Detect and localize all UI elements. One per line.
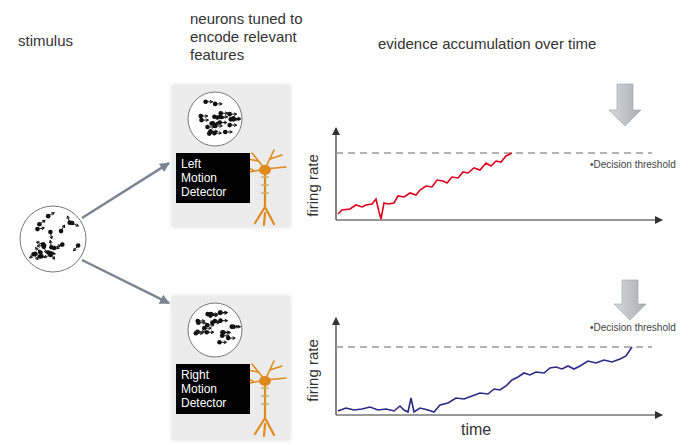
stimulus-heading: stimulus xyxy=(18,32,73,49)
dot-field xyxy=(18,204,88,274)
column-heading: neurons tuned to encode relevant feature… xyxy=(190,10,320,64)
connector-arrow xyxy=(82,163,169,218)
detector-panel: Left Motion Detector xyxy=(172,85,290,227)
axis-label: firing rate xyxy=(304,339,321,402)
detector-label: Right Motion Detector xyxy=(181,368,237,410)
dot-field xyxy=(186,90,244,148)
stimulus-panel: stimulus xyxy=(18,204,88,274)
detector-panel: Right Motion Detector xyxy=(172,296,290,440)
label-box: Left Motion Detector xyxy=(176,153,250,203)
threshold-label: •Decision threshold xyxy=(590,159,676,170)
detector-label: Left Motion Detector xyxy=(181,157,237,199)
top-plot xyxy=(336,84,662,220)
axis-label: time xyxy=(461,421,491,439)
axis-label: firing rate xyxy=(304,154,321,217)
dot-field xyxy=(186,301,244,359)
label-box: Right Motion Detector xyxy=(176,364,250,414)
threshold-label: •Decision threshold xyxy=(590,322,676,333)
bottom-plot xyxy=(336,280,662,415)
column-heading: evidence accumulation over time xyxy=(378,35,596,52)
connector-arrow xyxy=(82,260,169,303)
